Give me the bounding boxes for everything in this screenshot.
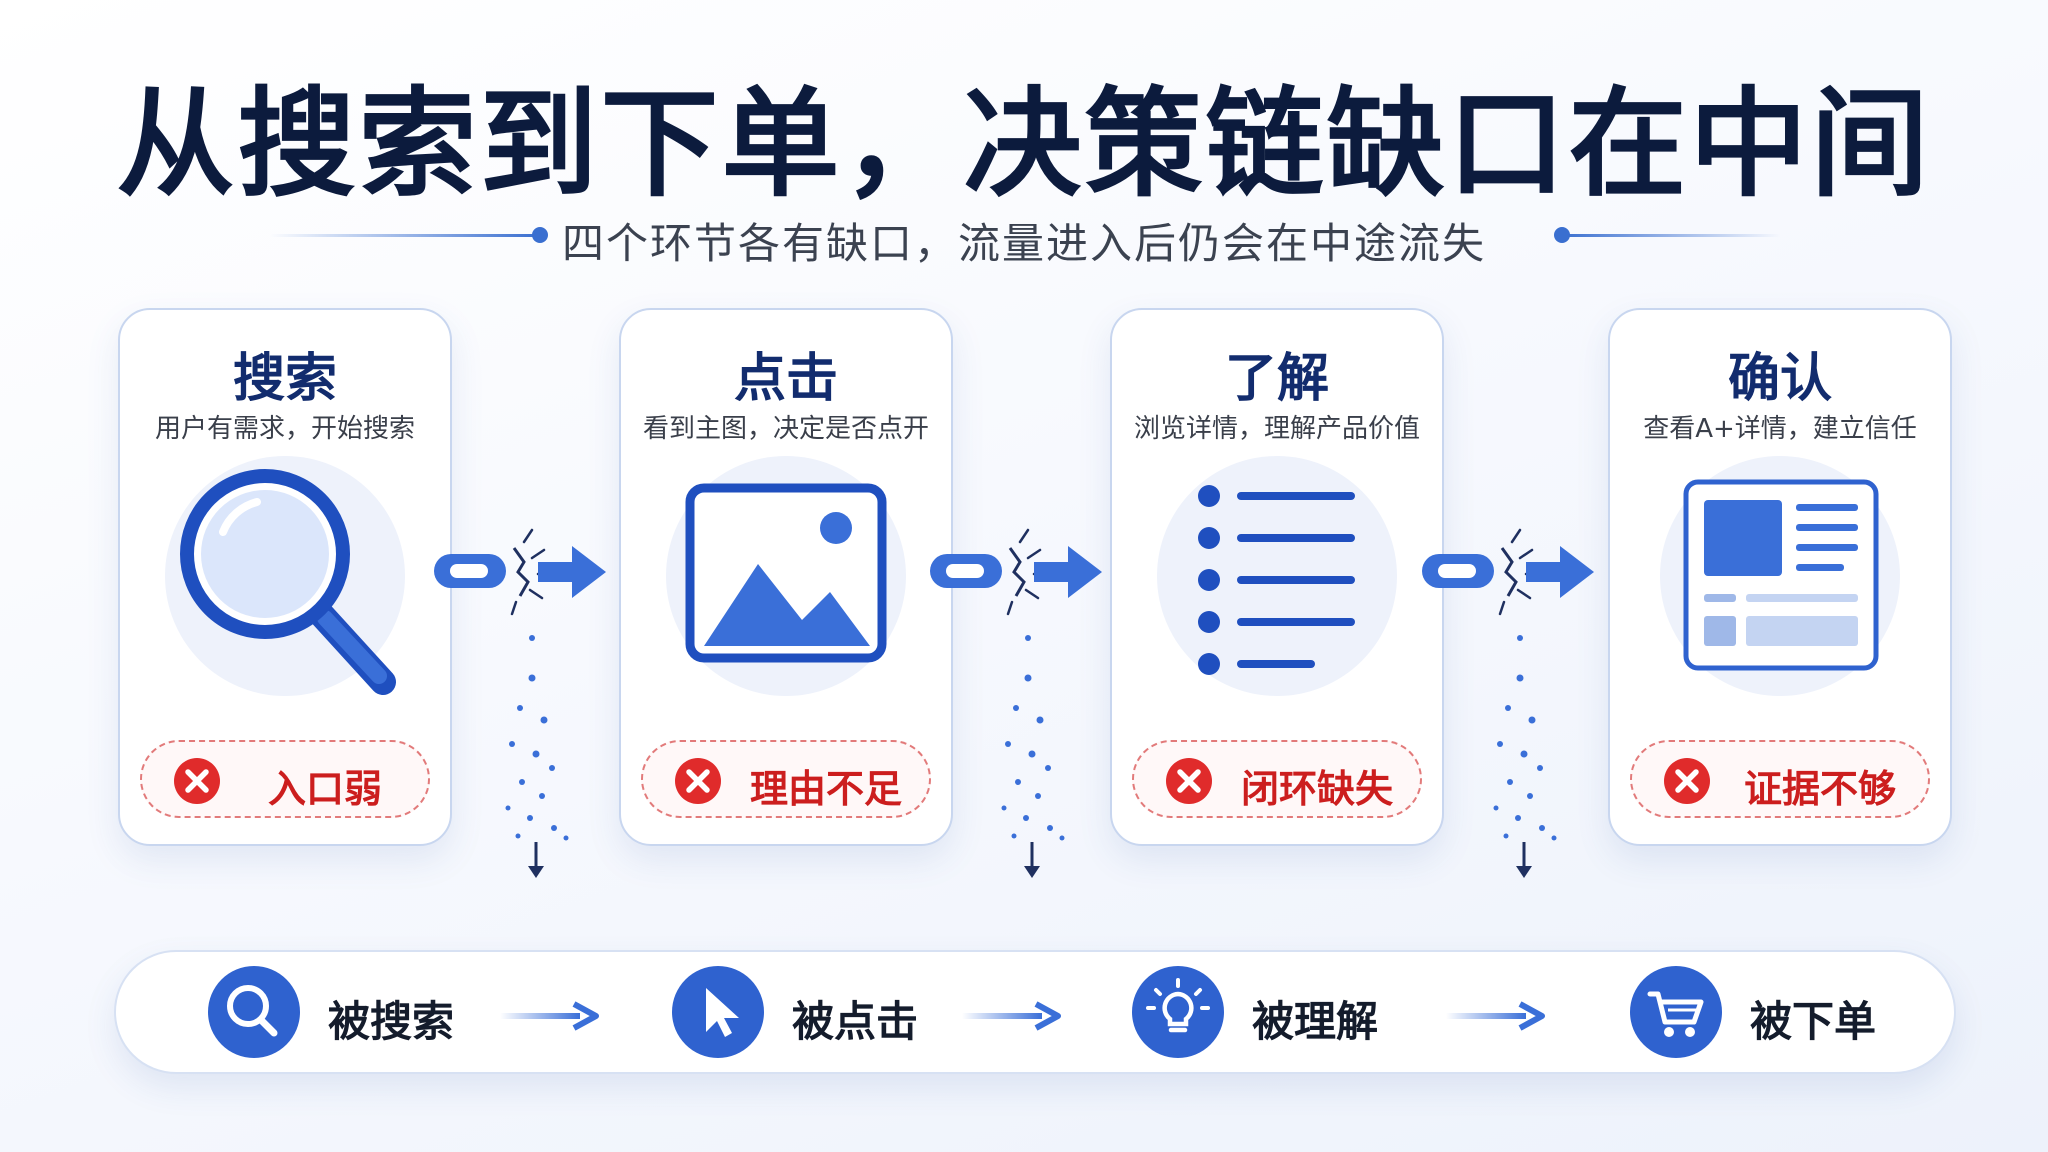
stage-title: 搜索 bbox=[232, 349, 337, 409]
subtitle-line-left bbox=[270, 234, 540, 237]
error-x-icon bbox=[1662, 756, 1712, 806]
cursor-icon bbox=[672, 966, 764, 1058]
cart-icon bbox=[1630, 966, 1722, 1058]
gap-text: 入口弱 bbox=[267, 767, 382, 811]
stage-card-confirm: 确认 查看A+详情，建立信任 证据不够 bbox=[1608, 308, 1952, 846]
flow-label: 被点击 bbox=[792, 997, 919, 1046]
search-icon bbox=[208, 966, 300, 1058]
stage-card-click: 点击 看到主图，决定是否点开 理由不足 bbox=[619, 308, 953, 846]
lightbulb-icon bbox=[1132, 966, 1224, 1058]
leakage-arrow-icon bbox=[988, 628, 1078, 878]
flow-arrow-icon bbox=[1446, 996, 1546, 1036]
stage-desc: 看到主图，决定是否点开 bbox=[642, 414, 929, 444]
stage-desc: 查看A+详情，建立信任 bbox=[1643, 414, 1917, 444]
flow-bar: 被搜索 被点击 被理解 bbox=[114, 950, 1956, 1074]
flow-label: 被搜索 bbox=[328, 997, 455, 1046]
leakage-arrow-icon bbox=[1480, 628, 1570, 878]
stage-title: 了解 bbox=[1224, 349, 1329, 409]
broken-link-icon bbox=[916, 500, 1136, 640]
page-subtitle: 四个环节各有缺口，流量进入后仍会在中途流失 bbox=[561, 219, 1486, 268]
image-icon bbox=[666, 456, 906, 696]
error-x-icon bbox=[673, 756, 723, 806]
broken-link-icon bbox=[1408, 500, 1628, 640]
stage-card-understand: 了解 浏览详情，理解产品价值 闭环缺失 bbox=[1110, 308, 1444, 846]
stage-desc: 用户有需求，开始搜索 bbox=[154, 414, 415, 444]
list-icon bbox=[1157, 456, 1397, 696]
gap-tag: 入口弱 bbox=[140, 740, 430, 818]
flow-arrow-icon bbox=[500, 996, 600, 1036]
stage-title: 点击 bbox=[733, 349, 838, 409]
stage-card-search: 搜索 用户有需求，开始搜索 入口弱 bbox=[118, 308, 452, 846]
flow-arrow-icon bbox=[962, 996, 1062, 1036]
page-title: 从搜索到下单，决策链缺口在中间 bbox=[116, 75, 1932, 213]
gap-text: 闭环缺失 bbox=[1240, 767, 1393, 811]
detail-page-icon bbox=[1660, 456, 1900, 696]
gap-text: 理由不足 bbox=[749, 767, 902, 811]
gap-text: 证据不够 bbox=[1743, 767, 1896, 811]
stage-title: 确认 bbox=[1727, 349, 1832, 409]
gap-tag: 闭环缺失 bbox=[1132, 740, 1422, 818]
error-x-icon bbox=[172, 756, 222, 806]
subtitle-row: 四个环节各有缺口，流量进入后仍会在中途流失 bbox=[0, 210, 2048, 268]
flow-label: 被理解 bbox=[1252, 997, 1379, 1046]
broken-link-icon bbox=[420, 500, 640, 640]
subtitle-dot-left bbox=[532, 227, 548, 243]
magnifier-icon bbox=[165, 456, 405, 696]
error-x-icon bbox=[1164, 756, 1214, 806]
gap-tag: 证据不够 bbox=[1630, 740, 1930, 818]
stage-desc: 浏览详情，理解产品价值 bbox=[1133, 414, 1420, 444]
flow-label: 被下单 bbox=[1750, 997, 1877, 1046]
subtitle-line-right bbox=[1560, 234, 1780, 237]
leakage-arrow-icon bbox=[492, 628, 582, 878]
gap-tag: 理由不足 bbox=[641, 740, 931, 818]
